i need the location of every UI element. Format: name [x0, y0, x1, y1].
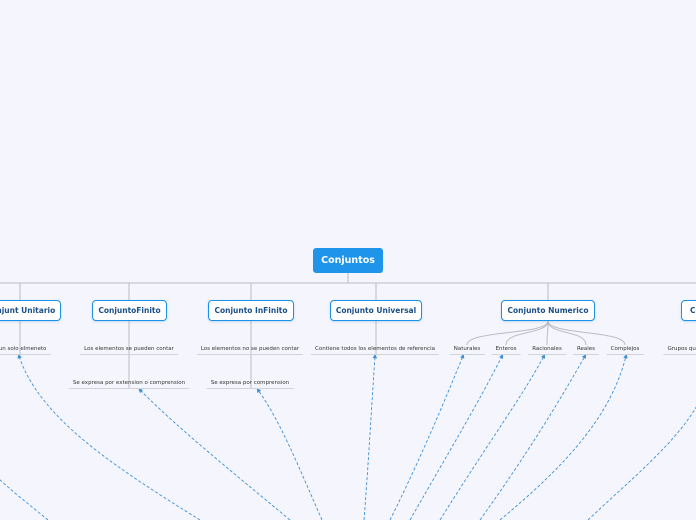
- leaf-connector-numerico-4: [547, 320, 626, 346]
- leaf-finito-1[interactable]: Los elementos se pueden contar: [80, 346, 178, 355]
- leaf-numerico-enteros[interactable]: Enteros: [491, 346, 521, 355]
- branch-node-extra[interactable]: Co: [681, 300, 696, 321]
- relation-arrow-4: [363, 353, 378, 520]
- leaf-infinito-2[interactable]: Se expresa por comprension: [206, 380, 294, 389]
- leaf-infinito-1[interactable]: Los elementos no se pueden contar: [196, 346, 304, 355]
- leaf-numerico-naturales[interactable]: Naturales: [449, 346, 485, 355]
- branch-node-finito[interactable]: ConjuntoFinito: [92, 300, 167, 321]
- leaf-unitario-1[interactable]: e un solo elmeneto: [0, 346, 51, 355]
- relation-arrow-1: [17, 353, 201, 520]
- leaf-numerico-racionales[interactable]: Racionales: [528, 346, 566, 355]
- relation-arrow-5: [389, 353, 465, 520]
- leaf-numerico-reales[interactable]: Reales: [572, 346, 600, 355]
- leaf-universal-1[interactable]: Contiene todos los elementos de referenc…: [311, 346, 439, 355]
- relation-arrow-8: [479, 354, 587, 520]
- relation-arrow-6: [409, 353, 504, 520]
- branch-node-unitario[interactable]: Conjunt Unitario: [0, 300, 61, 321]
- leaf-connector-numerico-2: [546, 320, 549, 346]
- leaf-connector-numerico-0: [466, 320, 549, 346]
- relation-arrow-3: [256, 388, 323, 520]
- leaf-numerico-complejos[interactable]: Complejos: [606, 346, 644, 355]
- relation-arrow-2: [138, 388, 291, 520]
- leaf-connector-numerico-1: [505, 320, 549, 346]
- leaf-extra-1[interactable]: Grupos que p: [663, 346, 696, 355]
- root-node-conjuntos[interactable]: Conjuntos: [313, 248, 383, 273]
- relation-arrow-7: [439, 354, 546, 520]
- relation-arrow-0: [0, 479, 49, 520]
- relation-arrow-9: [499, 353, 628, 520]
- branch-node-numerico[interactable]: Conjunto Numerico: [501, 300, 595, 321]
- branch-node-universal[interactable]: Conjunto Universal: [330, 300, 422, 321]
- leaf-finito-2[interactable]: Se expresa por extension o comprension: [68, 380, 190, 389]
- relation-arrow-10: [587, 406, 696, 520]
- branch-node-infinito[interactable]: Conjunto InFinito: [208, 300, 294, 321]
- leaf-connector-numerico-3: [547, 320, 587, 346]
